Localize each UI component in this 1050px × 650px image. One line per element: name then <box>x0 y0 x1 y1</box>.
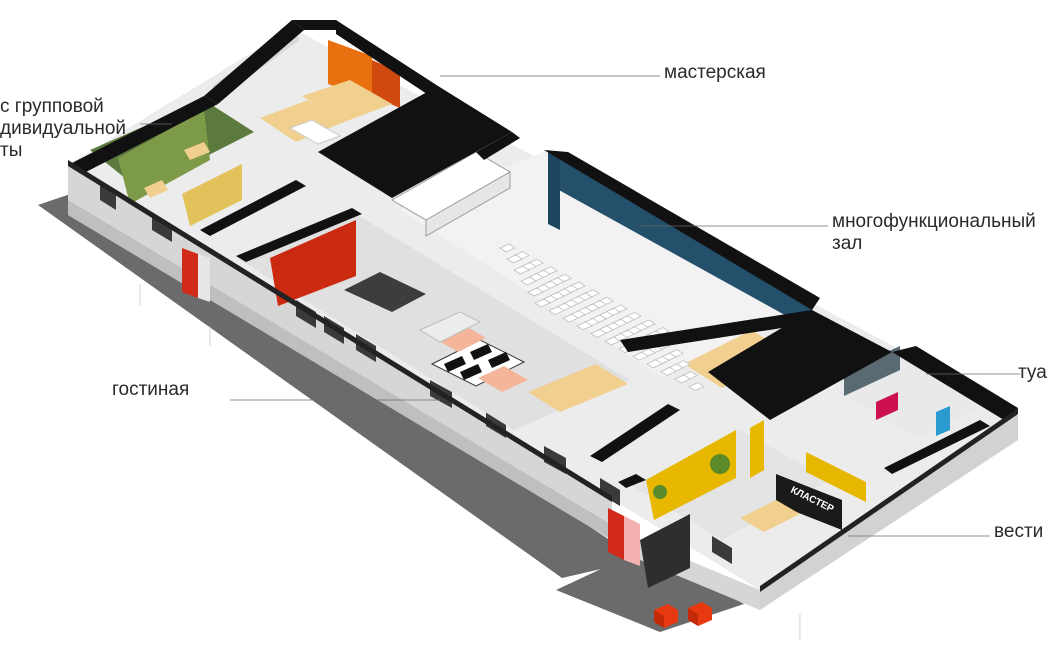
room-toilets <box>838 346 1000 438</box>
hall-chair <box>590 328 607 338</box>
label-multifunctional-hall-line1: многофункциональный <box>832 211 1036 232</box>
label-group-room-line1: с групповой <box>0 96 104 117</box>
room-lounge <box>240 214 630 430</box>
leader-lines <box>140 75 1020 537</box>
hall-chair <box>534 298 551 308</box>
right-wall-top <box>760 408 1018 592</box>
label-group-room-line3: ты <box>0 140 23 161</box>
outdoor-cubes <box>654 602 712 628</box>
hall-chair <box>499 243 516 253</box>
building-floor <box>68 28 1018 590</box>
room-group-individual <box>90 100 254 226</box>
label-lounge: гостиная <box>112 379 190 400</box>
label-group-room-line2: дивидуальной <box>0 118 127 139</box>
hall-chair <box>506 254 523 264</box>
hall-chair <box>513 265 530 275</box>
storage-shelving <box>391 151 511 237</box>
label-vestibule: вести <box>994 521 1044 542</box>
front-wall-top <box>68 160 612 502</box>
hall-chair <box>576 321 593 331</box>
hall-chairs <box>499 243 705 392</box>
hall-chair <box>646 359 663 369</box>
hall-chair <box>688 382 705 392</box>
entrance-doors <box>182 248 690 588</box>
hall-chair <box>604 336 621 346</box>
hall-chair <box>548 306 565 316</box>
hall-chair <box>632 351 649 361</box>
hall-chair <box>520 276 537 286</box>
label-toilets: туа <box>1018 362 1047 383</box>
hall-chair <box>674 374 691 384</box>
hall-chair <box>660 366 677 376</box>
label-workshop: мастерская <box>664 62 766 83</box>
hall-chair <box>527 287 544 297</box>
room-vestibule <box>632 420 866 540</box>
hall-chair <box>562 313 579 323</box>
guide-lines <box>139 284 801 640</box>
walls-black <box>68 20 1018 488</box>
label-multifunctional-hall-line2: зал <box>832 233 863 254</box>
